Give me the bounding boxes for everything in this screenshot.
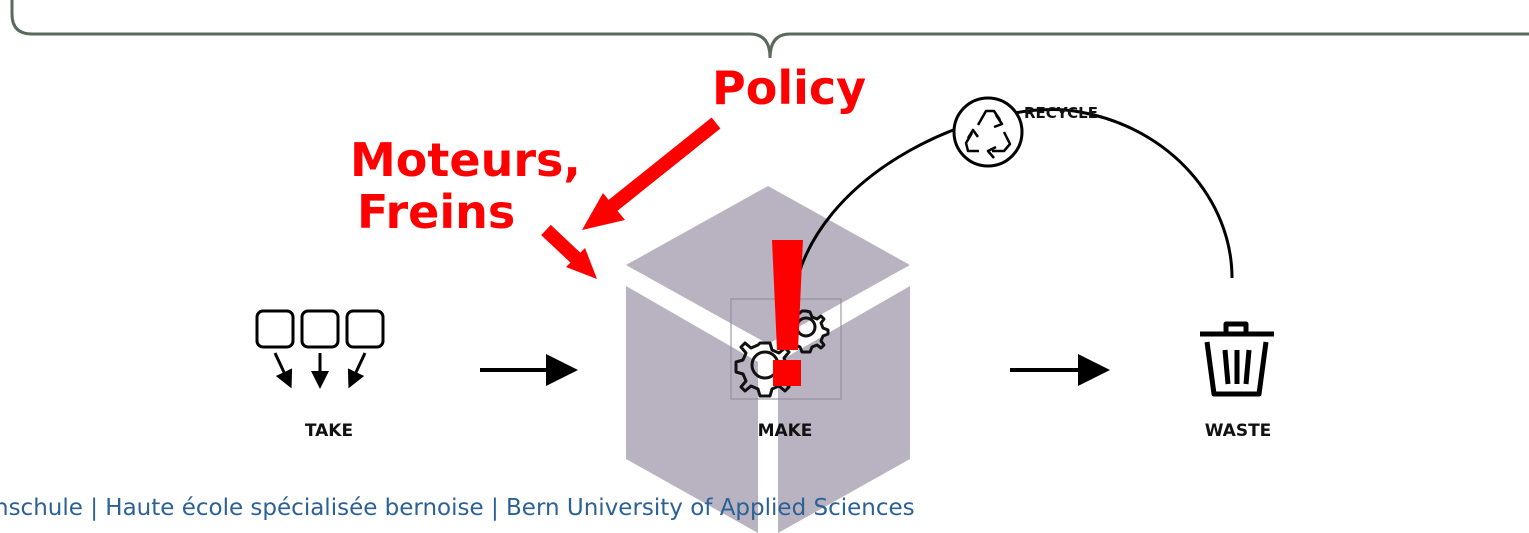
make-label: MAKE bbox=[758, 421, 813, 441]
exclamation-mark bbox=[772, 240, 803, 386]
recycle-icon bbox=[952, 96, 1024, 168]
recycle-label: RECYCLE bbox=[1024, 104, 1098, 122]
policy-arrow bbox=[582, 117, 721, 230]
policy-label: Policy bbox=[712, 61, 866, 115]
drivers-arrow bbox=[541, 224, 597, 279]
drivers-label-line2: Freins bbox=[357, 185, 515, 239]
cube-icon bbox=[626, 186, 910, 533]
recycle-arc bbox=[791, 108, 1234, 301]
take-icon bbox=[255, 309, 385, 389]
take-label: TAKE bbox=[305, 421, 353, 441]
top-brace bbox=[10, 0, 1529, 59]
footer-institution: nschule | Haute école spécialisée bernoi… bbox=[0, 495, 915, 521]
trash-icon bbox=[1200, 321, 1274, 397]
waste-label: WASTE bbox=[1205, 421, 1272, 441]
drivers-label-line1: Moteurs, bbox=[350, 133, 581, 187]
